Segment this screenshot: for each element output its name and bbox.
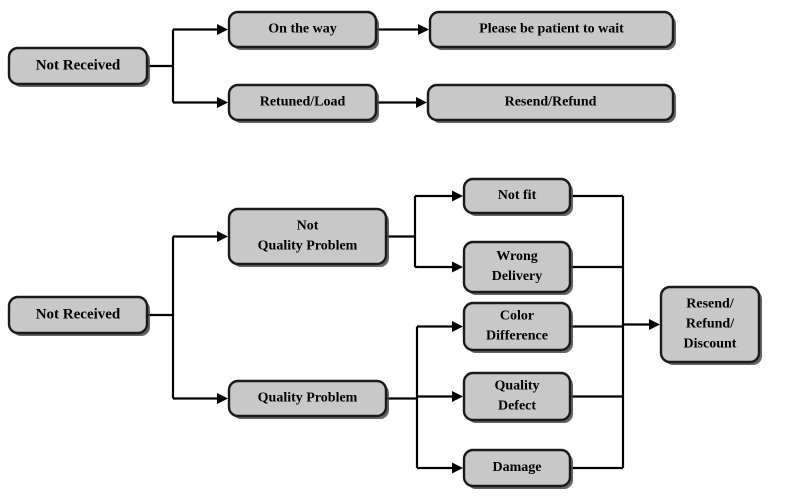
edge-retuned-load-to-resend-refund-arrowhead: [416, 97, 427, 108]
node-resend-refund-discount-label: Resend/: [686, 297, 735, 312]
node-quality-defect-label: Quality: [494, 379, 539, 394]
node-wrong-delivery-box[interactable]: [462, 240, 572, 294]
node-damage[interactable]: Damage: [462, 448, 573, 489]
node-not-received-top[interactable]: Not Received: [7, 46, 150, 87]
node-resend-refund-discount-label: Discount: [684, 337, 737, 352]
node-not-received-bottom[interactable]: Not Received: [7, 295, 150, 336]
node-quality-defect-box[interactable]: [462, 371, 572, 422]
node-not-quality-problem-label: Quality Problem: [258, 239, 358, 254]
edge-not-received-to-problem-branch-arrowhead-1: [217, 393, 228, 404]
node-resend-refund-discount-box[interactable]: [659, 285, 761, 364]
edge-quality-problem-to-reasons-arrowhead-2: [452, 462, 463, 474]
node-on-the-way[interactable]: On the way: [227, 10, 379, 50]
node-resend-refund-label: Resend/Refund: [505, 95, 597, 110]
node-not-quality-problem-label: Not: [297, 219, 319, 234]
node-quality-problem-box[interactable]: [227, 379, 388, 418]
node-on-the-way-box[interactable]: [227, 10, 378, 49]
edge-reasons-to-resend-refund-discount-arrowhead: [649, 319, 660, 330]
edge-not-quality-problem-to-reasons-arrowhead-1: [452, 261, 463, 273]
node-retuned-load[interactable]: Retuned/Load: [227, 83, 379, 123]
node-not-received-top-label: Not Received: [36, 57, 121, 73]
edge-not-received-to-branch-arrowhead-0: [217, 24, 228, 35]
node-color-difference-box[interactable]: [462, 301, 572, 352]
node-please-be-patient-to-wait[interactable]: Please be patient to wait: [428, 10, 676, 50]
node-retuned-load-box[interactable]: [227, 83, 378, 122]
node-resend-refund[interactable]: Resend/Refund: [426, 83, 676, 123]
edge-quality-problem-to-reasons-arrowhead-0: [452, 321, 463, 332]
node-wrong-delivery-label: Delivery: [492, 269, 543, 284]
node-not-received-top-box[interactable]: [7, 46, 149, 86]
node-quality-problem-label: Quality Problem: [258, 391, 358, 406]
node-resend-refund-discount-label: Refund/: [686, 317, 735, 332]
node-damage-box[interactable]: [462, 448, 572, 488]
edge-on-the-way-to-please-be-patient-arrowhead: [418, 24, 429, 35]
node-please-be-patient-to-wait-box[interactable]: [428, 10, 675, 49]
node-not-fit[interactable]: Not fit: [462, 177, 573, 216]
node-quality-defect-label: Defect: [498, 399, 536, 414]
edge-quality-problem-to-reasons-arrowhead-1: [452, 391, 463, 402]
node-not-fit-box[interactable]: [462, 177, 572, 215]
node-color-difference-label: Difference: [486, 329, 548, 344]
node-resend-refund-box[interactable]: [426, 83, 675, 122]
edge-not-quality-problem-to-reasons-arrowhead-0: [452, 190, 463, 202]
node-not-received-bottom-box[interactable]: [7, 295, 149, 335]
node-please-be-patient-to-wait-label: Please be patient to wait: [479, 22, 624, 37]
node-damage-label: Damage: [493, 460, 542, 475]
edges-layer: [147, 24, 660, 474]
edge-not-received-to-branch-arrowhead-1: [217, 97, 228, 108]
node-on-the-way-label: On the way: [268, 22, 336, 37]
node-not-received-bottom-label: Not Received: [36, 306, 121, 322]
node-not-fit-label: Not fit: [498, 188, 537, 203]
edge-not-received-to-problem-branch-arrowhead-0: [217, 231, 228, 242]
node-not-quality-problem-box[interactable]: [227, 207, 388, 266]
node-color-difference-label: Color: [500, 309, 534, 324]
node-wrong-delivery-label: Wrong: [496, 249, 538, 264]
node-resend-refund-discount[interactable]: Resend/Refund/Discount: [659, 285, 762, 365]
node-retuned-load-label: Retuned/Load: [260, 95, 346, 110]
node-quality-problem[interactable]: Quality Problem: [227, 379, 389, 419]
